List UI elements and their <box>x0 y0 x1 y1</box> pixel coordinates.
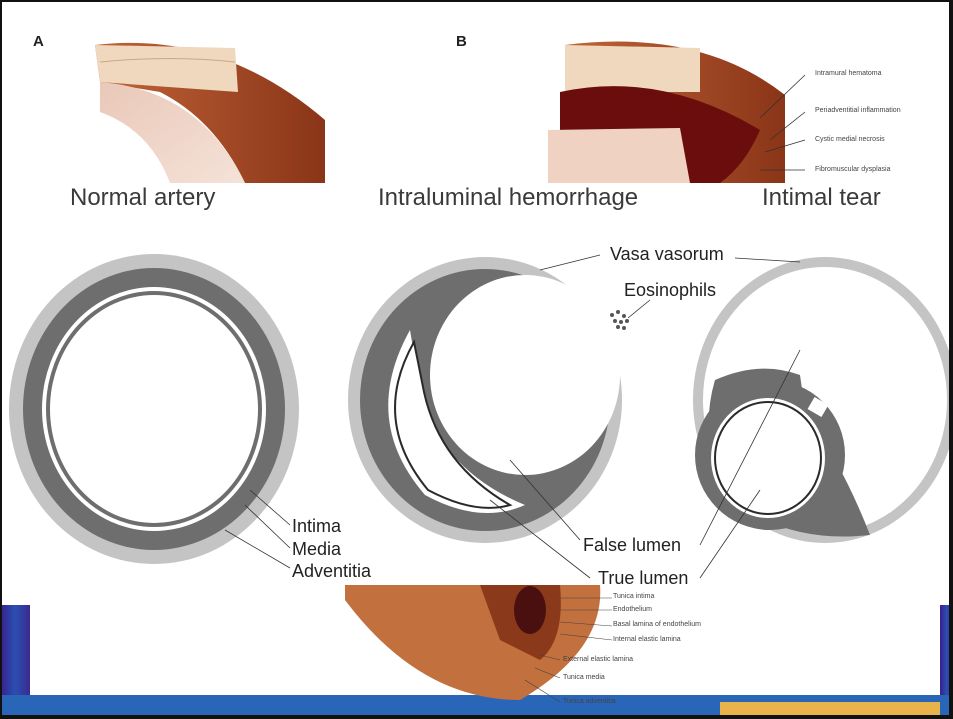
panel-b-label-cystic-medial-necrosis: Cystic medial necrosis <box>815 136 885 143</box>
panel-label-b: B <box>456 33 467 50</box>
label-adventitia: Adventitia <box>292 561 371 582</box>
label-vasa-vasorum: Vasa vasorum <box>610 244 724 265</box>
title-normal-artery: Normal artery <box>70 184 215 212</box>
label-intima: Intima <box>292 516 341 537</box>
label-true-lumen: True lumen <box>598 568 688 589</box>
label-eosinophils: Eosinophils <box>624 280 716 301</box>
title-intimal-tear: Intimal tear <box>762 184 881 212</box>
label-false-lumen: False lumen <box>583 535 681 556</box>
label-media: Media <box>292 539 341 560</box>
bottom-vessel-illustration <box>345 585 612 702</box>
bottom-label-internal-elastic-lamina: Internal elastic lamina <box>613 636 681 643</box>
panel-b-label-fibromuscular-dysplasia: Fibromuscular dysplasia <box>815 166 890 173</box>
panel-a-vessel-illustration <box>95 43 325 183</box>
panel-b-vessel-illustration <box>548 42 805 183</box>
bottom-label-external-elastic-lamina: External elastic lamina <box>563 656 633 663</box>
bottom-label-tunica-intima: Tunica intima <box>613 593 654 600</box>
panel-b-label-intramural-hematoma: Intramural hematoma <box>815 70 882 77</box>
bottom-label-basal-lamina: Basal lamina of endothelium <box>613 621 701 628</box>
panel-label-a: A <box>33 33 44 50</box>
bottom-label-endothelium: Endothelium <box>613 606 652 613</box>
bottom-label-tunica-media: Tunica media <box>563 674 605 681</box>
panel-b-label-periadventitial-inflammation: Periadventitial inflammation <box>815 107 901 114</box>
title-intraluminal-hemorrhage: Intraluminal hemorrhage <box>378 184 638 212</box>
bottom-label-tunica-adventitia: Tunica adventitia <box>563 698 616 705</box>
